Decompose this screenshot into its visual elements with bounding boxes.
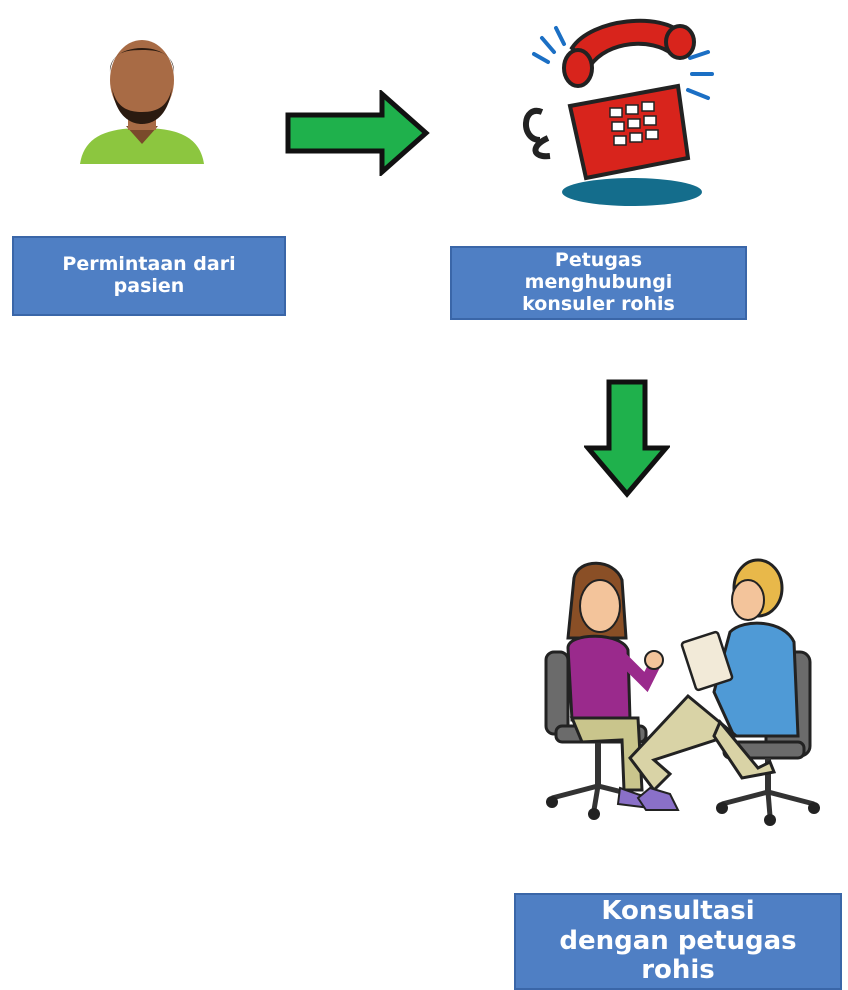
step-box-request: Permintaan dari pasien (12, 236, 286, 316)
step-label-contact: Petugas menghubungi konsuler rohis (522, 249, 675, 315)
arrow-down-icon (584, 379, 670, 498)
arrow-right-icon (285, 90, 430, 176)
step-box-consultation: Konsultasi dengan petugas rohis (514, 893, 842, 990)
person-icon (80, 40, 204, 164)
step-label-consultation: Konsultasi dengan petugas rohis (559, 895, 797, 986)
consultation-icon (544, 558, 820, 826)
telephone-icon (523, 18, 714, 206)
step-label-request: Permintaan dari pasien (62, 253, 236, 297)
step-box-contact: Petugas menghubungi konsuler rohis (450, 246, 747, 320)
